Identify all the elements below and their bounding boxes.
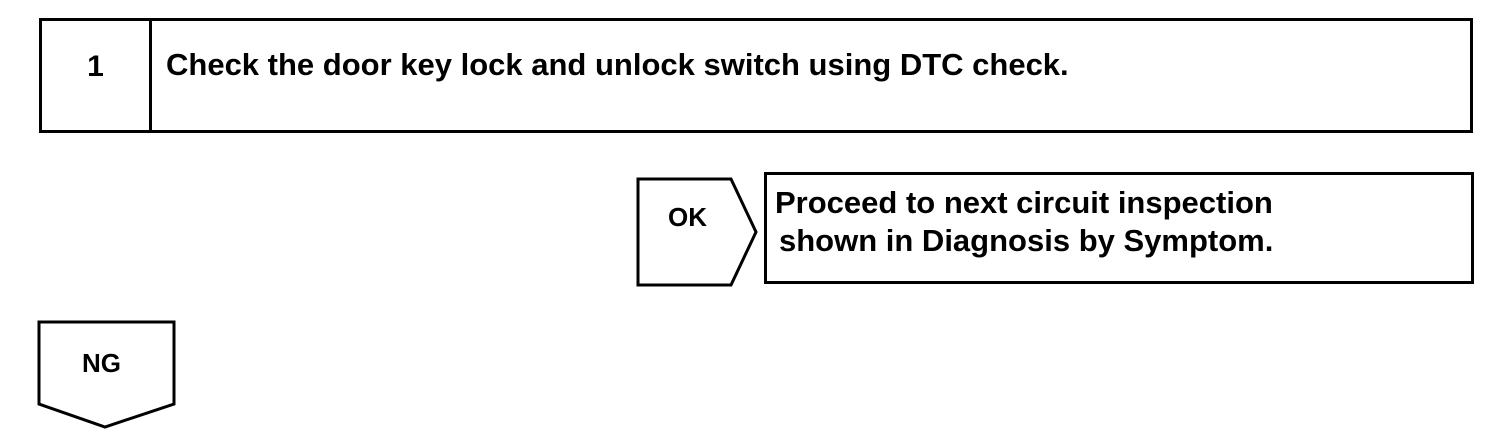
ng-label: NG bbox=[82, 348, 121, 378]
ng-arrow-shape bbox=[37, 320, 176, 429]
ok-result-line-2: shown in Diagnosis by Symptom. bbox=[779, 223, 1274, 258]
ok-label: OK bbox=[668, 202, 707, 232]
ok-result-box: Proceed to next circuit inspection shown… bbox=[764, 172, 1474, 284]
ok-arrow-shape bbox=[636, 177, 758, 287]
step-number: 1 bbox=[42, 21, 152, 130]
step-instruction: Check the door key lock and unlock switc… bbox=[166, 47, 1069, 82]
step-box: 1 Check the door key lock and unlock swi… bbox=[39, 18, 1473, 133]
ok-result-line-1: Proceed to next circuit inspection bbox=[775, 185, 1273, 220]
